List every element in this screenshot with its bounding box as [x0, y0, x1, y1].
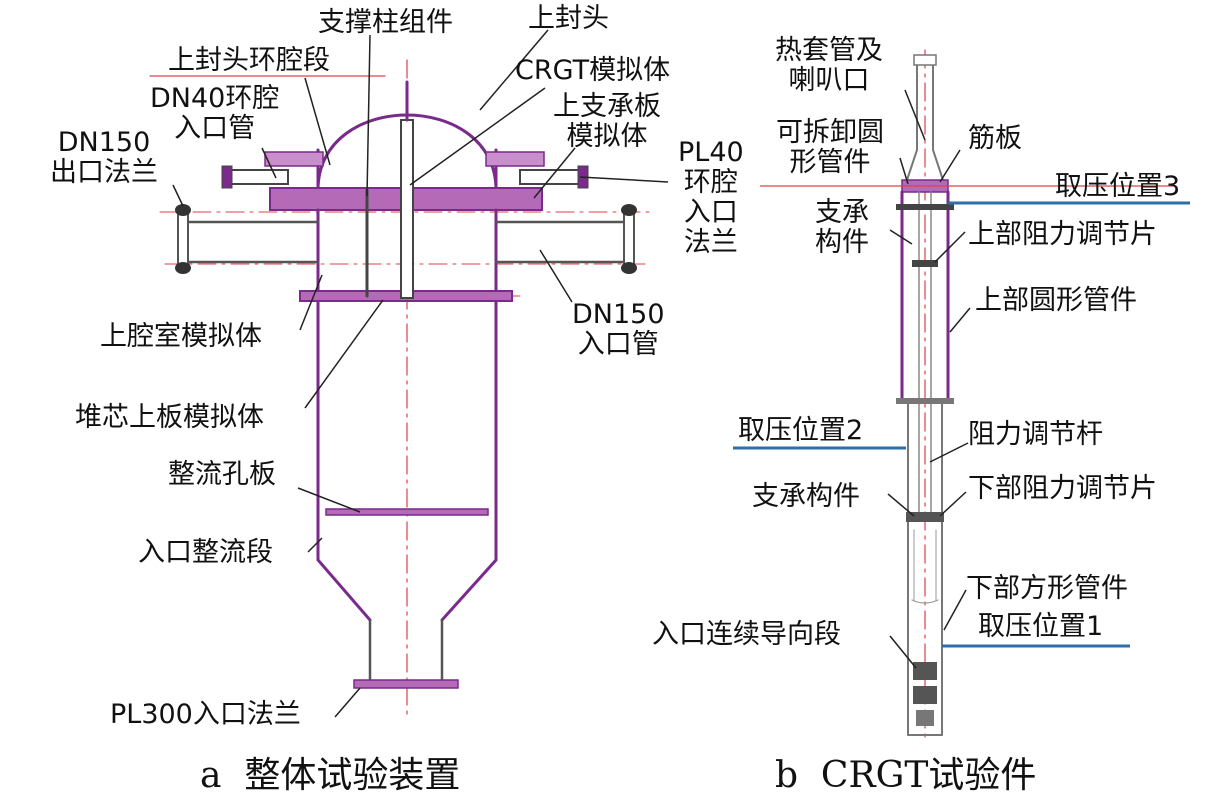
inlet-guide-block	[913, 662, 937, 680]
label-dn40-inlet: DN40环腔 入口管	[150, 83, 280, 144]
label-inlet-straightening: 入口整流段	[138, 537, 273, 568]
label-pressure-tap-1: 取压位置1	[978, 611, 1104, 642]
dn150-outlet-pipe	[183, 220, 320, 264]
figure-b-leaders	[887, 89, 971, 669]
label-pl40-flange: PL40 环腔 入口 法兰	[678, 137, 744, 258]
label-flow-orifice: 整流孔板	[168, 459, 276, 490]
label-resistance-rod: 阻力调节杆	[968, 419, 1103, 450]
pl300-inlet-neck	[368, 618, 444, 686]
flow-orifice-plate	[325, 508, 489, 516]
label-thermal-sleeve: 热套管及 喇叭口	[775, 35, 883, 96]
figure-b-drawing	[896, 49, 954, 741]
label-removable-tube: 可拆卸圆 形管件	[776, 117, 884, 178]
pressure-tap-lines	[733, 185, 1190, 648]
caption-figure-a: a 整体试验装置	[200, 755, 461, 796]
label-upper-plenum: 上腔室模拟体	[100, 321, 262, 352]
figure-a-leaders	[172, 29, 669, 718]
dn40-inlet-pipe-left	[227, 169, 289, 185]
lower-square-tube	[907, 403, 943, 736]
label-support-member-top: 支承 构件	[815, 197, 869, 258]
figure-a-drawing	[149, 59, 656, 721]
label-dn150-outlet-flange: DN150 出口法兰	[50, 127, 158, 188]
label-dn150-inlet: DN150 入口管	[572, 299, 665, 360]
caption-figure-b: b CRGT试验件	[775, 755, 1037, 796]
label-upper-round-tube: 上部圆形管件	[975, 285, 1137, 316]
label-upper-support-plate: 上支承板 模拟体	[553, 91, 661, 152]
label-support-column: 支撑柱组件	[318, 7, 453, 38]
label-crgt-simulator: CRGT模拟体	[515, 55, 671, 86]
label-upper-head: 上封头	[528, 3, 609, 34]
label-pl300-flange: PL300入口法兰	[110, 699, 301, 730]
label-rib-plate: 筋板	[968, 123, 1022, 154]
label-upper-head-annulus: 上封头环腔段	[168, 45, 330, 76]
pl300-inlet-flange	[353, 679, 459, 689]
label-inlet-guide: 入口连续导向段	[652, 619, 841, 650]
upper-round-tube	[900, 190, 950, 404]
crgt-simulator	[400, 119, 414, 299]
label-lower-resistance-plate: 下部阻力调节片	[968, 473, 1157, 504]
thermal-sleeve	[904, 61, 946, 187]
resistance-rod	[918, 191, 932, 521]
dn40-inlet-pipe-right	[519, 169, 581, 185]
dn150-inlet-pipe	[494, 220, 630, 264]
label-pressure-tap-2: 取压位置2	[738, 415, 864, 446]
label-upper-core-plate: 堆芯上板模拟体	[75, 402, 264, 433]
label-support-member: 支承构件	[752, 481, 860, 512]
label-pressure-tap-3: 取压位置3	[1055, 171, 1181, 202]
label-upper-resistance-plate: 上部阻力调节片	[968, 219, 1157, 250]
label-lower-square-tube: 下部方形管件	[966, 573, 1128, 604]
